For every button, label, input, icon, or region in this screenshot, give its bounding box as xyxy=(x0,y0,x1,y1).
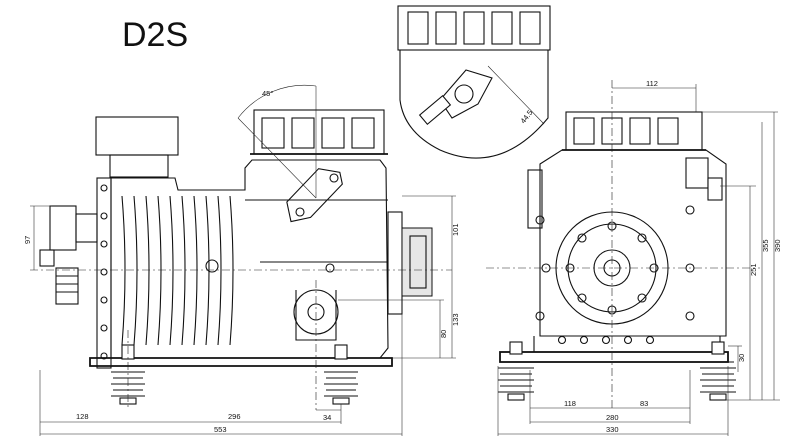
end-body-outline xyxy=(539,149,727,337)
angle-arc xyxy=(237,85,317,119)
end-left-boss xyxy=(527,169,543,229)
side-base-plate xyxy=(89,357,393,367)
end-foot-left xyxy=(498,341,534,401)
end-foot-right xyxy=(700,341,736,401)
dim-center-span-label: 296 xyxy=(228,412,241,421)
flange-bolts xyxy=(100,184,108,360)
end-fitting xyxy=(707,177,723,201)
dim-left-label: 97 xyxy=(23,236,32,244)
vibration-foot-right xyxy=(324,344,358,405)
dim-upper-label: 101 xyxy=(451,223,460,236)
pump-cover xyxy=(387,211,403,315)
dim-shaft-label: 80 xyxy=(439,330,448,338)
cylinder-head xyxy=(253,109,385,155)
detail-valve xyxy=(418,94,452,126)
flange-bolt-2 xyxy=(329,173,339,183)
service-valve-neck xyxy=(75,213,98,243)
detail-head xyxy=(397,5,551,51)
end-top-dim-label: 112 xyxy=(646,79,658,88)
motor-end-flange xyxy=(96,177,112,369)
oil-pump-inner xyxy=(409,235,427,289)
dim-overall-label: 553 xyxy=(214,425,227,434)
detail-body xyxy=(399,49,549,159)
dim-left-offset-label: 128 xyxy=(76,412,89,421)
oil-sight-glass xyxy=(205,259,219,273)
terminal-box-neck xyxy=(109,154,169,178)
end-dim-foot-label: 30 xyxy=(737,354,746,362)
service-valve-port xyxy=(39,249,55,267)
detail-view: 44.5 xyxy=(397,5,551,159)
plug-1 xyxy=(325,263,335,273)
end-dim-axis-label: 251 xyxy=(749,263,758,276)
end-dim-base-right-label: 83 xyxy=(640,399,648,408)
end-dim-base-mid-label: 280 xyxy=(606,413,619,422)
end-base-plate xyxy=(499,351,729,363)
detail-flange-port xyxy=(454,84,474,104)
angle-label: 45° xyxy=(262,89,273,98)
end-right-boss xyxy=(685,157,709,189)
detail-dim-line xyxy=(487,65,545,125)
end-dim-mid-label: 355 xyxy=(761,239,770,252)
drawing-title: D2S xyxy=(122,16,188,54)
detail-head-ribs xyxy=(407,11,541,45)
oil-pump xyxy=(401,227,433,297)
service-valve-body xyxy=(49,205,77,251)
detail-flange xyxy=(439,69,493,119)
dim-foot-offset-label: 34 xyxy=(323,413,331,422)
motor-body-outline xyxy=(110,159,389,359)
angle-line-diagonal xyxy=(237,117,317,199)
service-valve-stem xyxy=(55,267,79,305)
head-ribs xyxy=(261,117,375,149)
end-outer-bolts xyxy=(535,205,695,321)
terminal-box xyxy=(95,116,179,156)
detail-dim-label: 44.5 xyxy=(518,108,534,125)
end-bottom-bolts xyxy=(557,335,655,345)
dim-lower-label: 133 xyxy=(451,313,460,326)
end-view: 112 390 355 251 30 118 83 280 330 xyxy=(486,79,782,436)
flange-bolt-1 xyxy=(295,207,305,217)
end-dim-total-label: 390 xyxy=(773,239,782,252)
side-view: 45° 101 133 80 97 128 296 34 553 xyxy=(23,85,460,436)
end-dim-base-left-label: 118 xyxy=(564,399,576,408)
end-dim-base-total-label: 330 xyxy=(606,425,619,434)
